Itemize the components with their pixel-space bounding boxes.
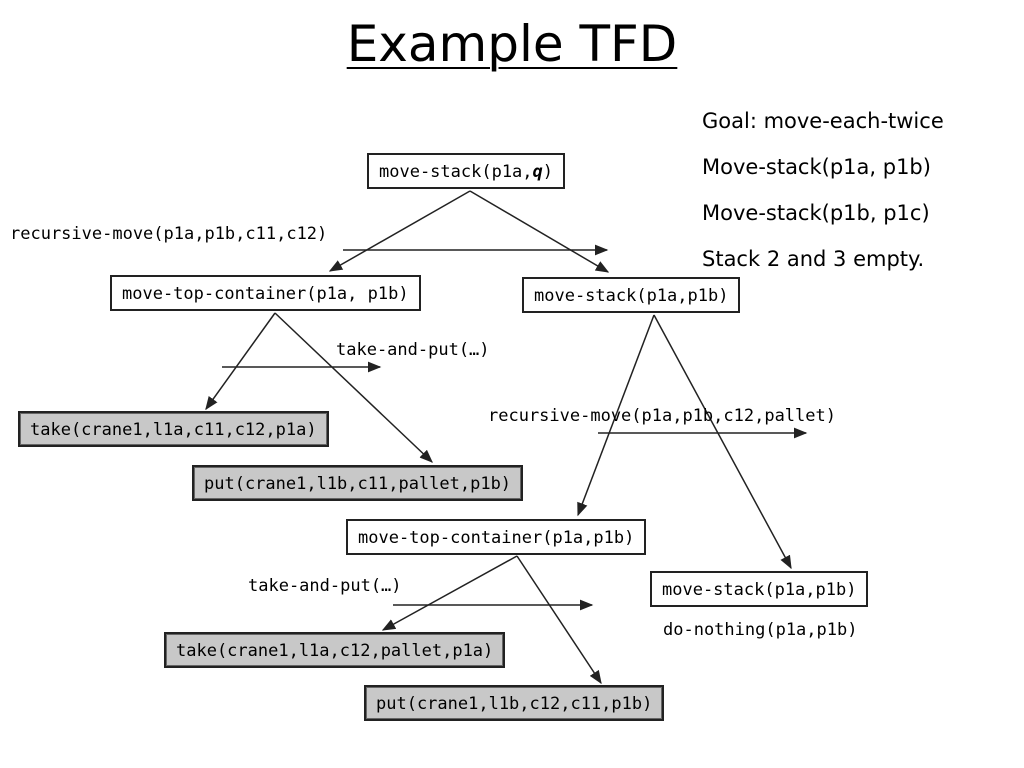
label-do-nothing: do-nothing(p1a,p1b) — [663, 620, 858, 640]
label-recursive-move-1: recursive-move(p1a,p1b,c11,c12) — [10, 224, 328, 244]
root-prefix: move-stack(p1a, — [379, 162, 533, 182]
node-root-move-stack: move-stack(p1a,q) — [367, 153, 566, 189]
edge-ms1-to-ms2 — [653, 314, 792, 570]
node-put-2: put(crane1,l1b,c12,c11,p1b) — [364, 685, 665, 721]
label-take-and-put-2: take-and-put(…) — [248, 576, 402, 596]
label-take-and-put-1: take-and-put(…) — [336, 340, 490, 360]
edge-mtc1-to-put1 — [274, 312, 433, 463]
edge-root-to-mtc1 — [328, 190, 471, 272]
note-move-stack-1: Move-stack(p1a, p1b) — [702, 155, 931, 179]
goal-notes: Goal: move-each-twice Move-stack(p1a, p1… — [702, 98, 944, 282]
node-take-2: take(crane1,l1a,c12,pallet,p1a) — [164, 632, 506, 668]
note-goal: Goal: move-each-twice — [702, 109, 944, 133]
edge-mtc2-to-take2 — [381, 555, 518, 631]
node-move-stack-1: move-stack(p1a,p1b) — [522, 277, 741, 313]
edge-ms1-to-mtc2 — [577, 314, 655, 517]
edge-root-to-ms1 — [469, 190, 610, 273]
node-move-top-container-2: move-top-container(p1a,p1b) — [346, 519, 647, 555]
node-move-top-container-1: move-top-container(p1a, p1b) — [110, 275, 421, 311]
node-take-1: take(crane1,l1a,c11,c12,p1a) — [18, 411, 329, 447]
edge-mtc2-to-put2 — [516, 555, 602, 685]
edge-mtc1-to-take1 — [205, 312, 276, 411]
node-put-1: put(crane1,l1b,c11,pallet,p1b) — [192, 465, 524, 501]
label-recursive-move-2: recursive-move(p1a,p1b,c12,pallet) — [488, 406, 836, 426]
root-suffix: ) — [542, 162, 554, 182]
root-variable: q — [532, 162, 543, 182]
note-move-stack-2: Move-stack(p1b, p1c) — [702, 201, 930, 225]
node-move-stack-2: move-stack(p1a,p1b) — [650, 571, 869, 607]
page-title: Example TFD — [346, 15, 678, 73]
note-empty-stacks: Stack 2 and 3 empty. — [702, 247, 925, 271]
